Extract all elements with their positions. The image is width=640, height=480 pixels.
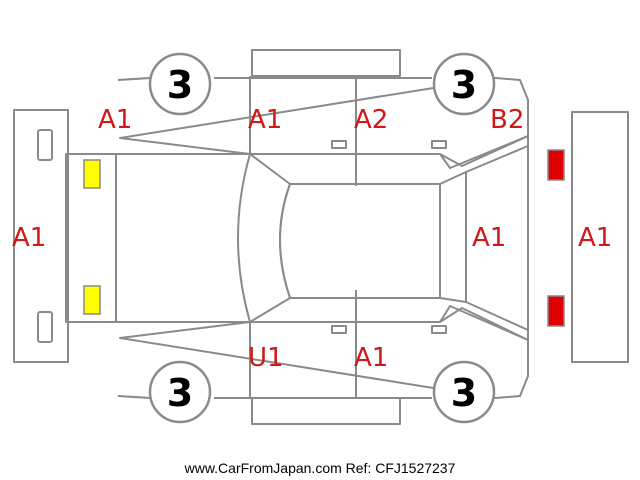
taillight-top	[547, 149, 565, 181]
front-bumper-slot-top	[37, 129, 53, 161]
grade-bottom-mid-right: A1	[354, 343, 388, 373]
headlight-top	[83, 159, 101, 189]
front-windshield	[237, 153, 291, 323]
grade-bottom-mid-left: U1	[248, 343, 284, 373]
top-door-handle-1	[331, 140, 347, 149]
front-bumper-outline	[13, 109, 69, 363]
grade-rear-windshield: A1	[472, 223, 506, 253]
tire-top-left	[148, 52, 212, 116]
body-top-view	[65, 135, 529, 341]
tire-bottom-left	[148, 360, 212, 424]
tire-top-left-label: 3	[167, 63, 193, 107]
grade-top-mid-right: A2	[354, 105, 388, 135]
taillight-bottom	[547, 295, 565, 327]
roof-strip-top	[251, 49, 401, 77]
roof-strip-bottom	[251, 397, 401, 425]
tire-bottom-right-label: 3	[451, 371, 477, 415]
grade-right: A1	[578, 223, 612, 253]
headlight-bottom	[83, 285, 101, 315]
grade-top-mid-left: A1	[248, 105, 282, 135]
tire-top-right-label: 3	[451, 63, 477, 107]
tire-bottom-right	[432, 360, 496, 424]
grade-left: A1	[12, 223, 46, 253]
bottom-door-handle-2	[431, 325, 447, 334]
front-bumper-slot-bottom	[37, 311, 53, 343]
trunk-lid	[465, 145, 529, 331]
bottom-door-handle-1	[331, 325, 347, 334]
top-door-handle-2	[431, 140, 447, 149]
rear-bumper-outline	[571, 111, 629, 363]
grade-top-left: A1	[98, 105, 132, 135]
roof-top-view	[279, 183, 441, 299]
grade-top-right: B2	[490, 105, 524, 135]
footer-reference: www.CarFromJapan.com Ref: CFJ1527237	[184, 460, 456, 476]
tire-top-right	[432, 52, 496, 116]
rear-window	[439, 171, 467, 303]
tire-bottom-left-label: 3	[167, 371, 193, 415]
